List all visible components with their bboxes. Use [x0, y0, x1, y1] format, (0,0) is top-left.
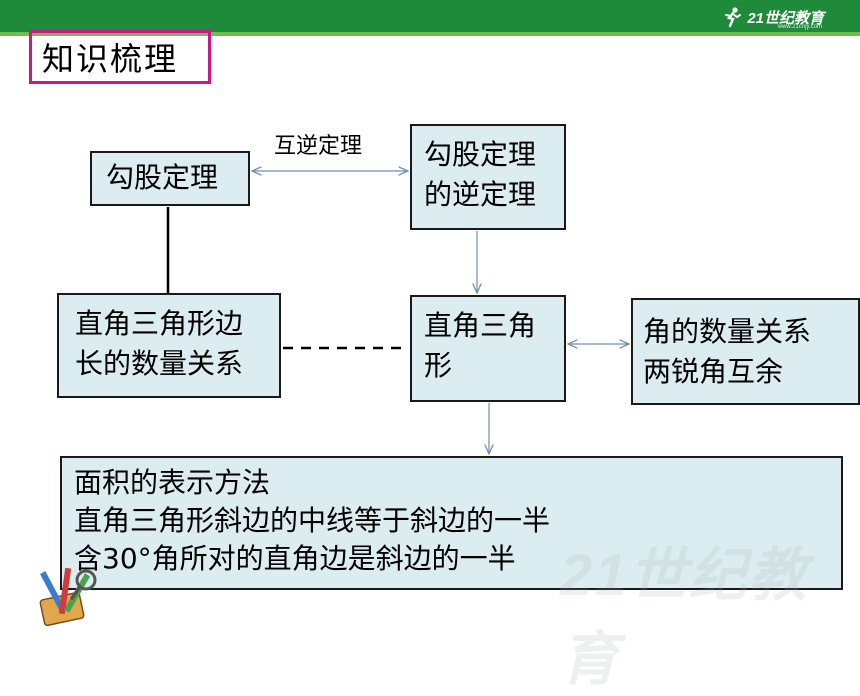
edge-label-inverse: 互逆定理 — [274, 134, 363, 159]
node-area-properties: 面积的表示方法 直角三角形斜边的中线等于斜边的一半 含30°角所对的直角边是斜边… — [60, 456, 843, 590]
node-line: 角的数量关系 — [643, 315, 812, 348]
node-angle-relation: 角的数量关系 两锐角互余 — [631, 298, 860, 405]
node-line: 形 — [424, 349, 453, 382]
brand-logo: 21世纪教育 www.21cnjy.com — [721, 6, 824, 30]
section-title: 知识梳理 — [29, 30, 211, 84]
node-line: 长的数量关系 — [75, 347, 244, 380]
logo-text: 21世纪教育 — [747, 9, 824, 27]
diagram-connectors — [166, 0, 860, 645]
node-line: 两锐角互余 — [643, 355, 784, 388]
node-line: 面积的表示方法 — [74, 466, 271, 499]
node-gougu-theorem: 勾股定理 — [90, 151, 250, 206]
node-line: 直角三角形边 — [75, 307, 244, 340]
node-line: 直角三角形斜边的中线等于斜边的一半 — [74, 504, 551, 537]
node-line: 勾股定理 — [424, 138, 537, 171]
node-line: 含30°角所对的直角边是斜边的一半 — [74, 542, 516, 575]
section-title-text: 知识梳理 — [42, 40, 179, 78]
node-converse-theorem: 勾股定理 的逆定理 — [410, 124, 566, 230]
stationery-icon — [39, 567, 97, 627]
node-right-triangle: 直角三角 形 — [410, 295, 566, 402]
node-line: 勾股定理 — [106, 161, 219, 194]
node-line: 的逆定理 — [424, 178, 537, 211]
watermark: 21世纪教育 — [560, 543, 809, 692]
logo-subtext: www.21cnjy.com — [777, 24, 822, 30]
node-line: 直角三角 — [424, 309, 537, 342]
node-side-relation: 直角三角形边 长的数量关系 — [57, 293, 281, 398]
top-bar-stripe — [0, 32, 860, 36]
runner-icon — [725, 7, 742, 28]
